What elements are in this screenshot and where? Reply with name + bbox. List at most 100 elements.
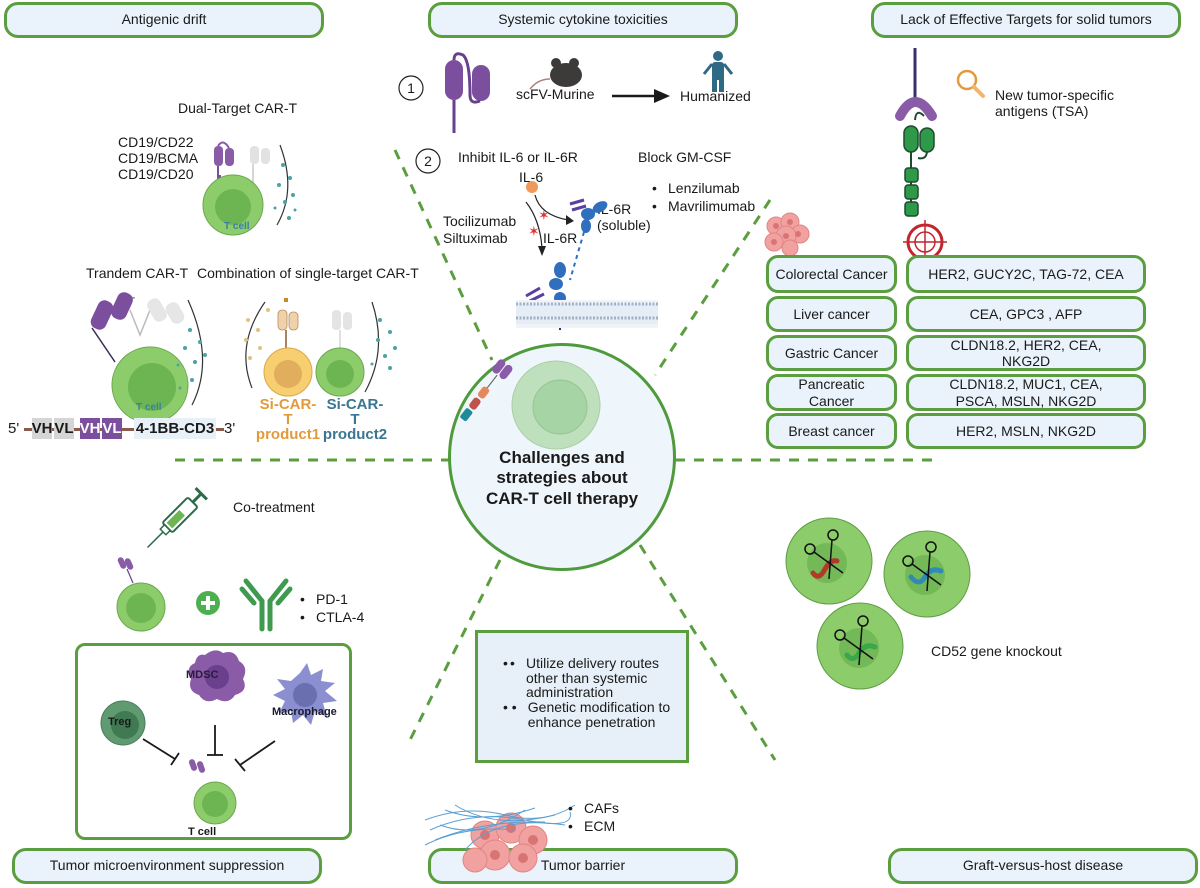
product2-line-3: product2 — [322, 426, 388, 443]
il6-drug-2: Siltuximab — [443, 230, 508, 246]
connector-bottom-left — [408, 559, 502, 741]
construct-3prime: 3' — [224, 420, 236, 437]
gmcsf-drug-item: Mavrilimumab — [652, 198, 755, 216]
il6r-soluble-line-2: (soluble) — [597, 217, 651, 234]
svg-text:✶: ✶ — [528, 223, 540, 239]
barrier-strategy-item: •Genetic modification to enhance penetra… — [503, 700, 678, 730]
cancer-liver: Liver cancer — [766, 296, 897, 332]
il6r-label: IL-6R — [543, 230, 578, 246]
antigens-breast: HER2, MSLN, NKG2D — [906, 413, 1146, 449]
product2-label: Si-CAR- T product2 — [315, 397, 395, 442]
tsa-label-line-2: antigens (TSA) — [995, 103, 1089, 120]
center-title-line-3: CAR-T cell therapy — [485, 488, 639, 508]
humanized-label: Humanized — [680, 88, 751, 104]
cancer-pancreatic: Pancreatic Cancer — [766, 374, 897, 411]
inhibit-il6-label: Inhibit IL-6 or IL-6R — [458, 149, 578, 165]
barrier-component-item: CAFs — [568, 800, 619, 818]
step2-number: 2 — [424, 153, 432, 169]
tandem-title: Trandem CAR-T — [86, 265, 189, 281]
dual-target-tcell-label: T cell — [224, 221, 250, 232]
cancer-colorectal: Colorectal Cancer — [766, 255, 897, 293]
gmcsf-drug-list: Lenzilumab Mavrilimumab — [652, 180, 755, 215]
dual-target-pair-2: CD19/BCMA — [118, 150, 199, 166]
dual-target-title: Dual-Target CAR-T — [178, 100, 298, 116]
antigens-colorectal: HER2, GUCY2C, TAG-72, CEA — [906, 255, 1146, 293]
construct-vh-2: VH — [79, 418, 101, 439]
dual-target-pair-1: CD19/CD22 — [118, 134, 194, 150]
product1-label: Si-CAR- T product1 — [248, 397, 328, 442]
center-title: Challenges and strategies about CAR-T ce… — [448, 448, 676, 509]
checkpoint-list: PD-1 CTLA-4 — [300, 591, 364, 626]
il6-drug-1: Tocilizumab — [443, 213, 517, 229]
construct-vl-1: VL — [54, 418, 74, 439]
dual-target-pair-3: CD19/CD20 — [118, 166, 194, 182]
cotreatment-label: Co-treatment — [233, 499, 315, 515]
cancer-gastric: Gastric Cancer — [766, 335, 897, 371]
tandem-tcell-icon — [90, 292, 207, 424]
connector-bottom-right — [638, 544, 777, 761]
dual-target-tcell-icon — [202, 141, 297, 236]
step1-number: 1 — [407, 80, 415, 96]
header-tme-suppression: Tumor microenvironment suppression — [12, 848, 322, 884]
gene-knockout-cells-icon — [785, 517, 971, 690]
construct-vl-2: VL — [102, 418, 122, 439]
tme-cells-diagram — [100, 650, 337, 825]
product1-line-3: product1 — [255, 426, 321, 443]
connector-top-right — [653, 199, 772, 376]
header-lack-of-targets: Lack of Effective Targets for solid tumo… — [871, 2, 1181, 38]
tumor-cluster-icon — [764, 212, 810, 257]
cd52-knockout-label: CD52 gene knockout — [931, 643, 1062, 659]
antibody-icon — [239, 578, 293, 632]
construct-signal-domain: 4-1BB-CD3 — [134, 418, 216, 439]
barrier-strategy-list: •Utilize delivery routes other than syst… — [503, 656, 678, 730]
cancer-breast: Breast cancer — [766, 413, 897, 449]
block-gmcsf-label: Block GM-CSF — [638, 149, 732, 165]
tsa-label-line-1: New tumor-specific — [995, 87, 1115, 103]
combination-title: Combination of single-target CAR-T — [197, 265, 419, 281]
tme-tcell-label: T cell — [188, 826, 217, 838]
tumor-ecm-icon — [424, 804, 576, 873]
center-title-line-1: Challenges and — [499, 448, 625, 467]
barrier-component-item: ECM — [568, 818, 619, 836]
mouse-icon — [529, 58, 582, 90]
construct-vh-1: VH — [31, 418, 53, 439]
step2-number-icon — [415, 148, 441, 174]
product1-line-1: Si-CAR- — [259, 396, 317, 413]
barrier-strategy-item: •Utilize delivery routes other than syst… — [503, 656, 678, 700]
antigens-pancreatic: CLDN18.2, MUC1, CEA, PSCA, MSLN, NKG2D — [906, 374, 1146, 411]
syringe-icon — [146, 487, 208, 549]
product2-line-2: T — [350, 411, 360, 428]
scfv-murine-label: scFV-Murine — [516, 86, 595, 102]
header-antigenic-drift: Antigenic drift — [4, 2, 324, 38]
antigens-liver: CEA, GPC3 , AFP — [906, 296, 1146, 332]
scfv-icon — [445, 52, 490, 133]
plus-icon — [196, 591, 220, 615]
step1-number-icon — [398, 75, 424, 101]
treg-label: Treg — [108, 716, 132, 728]
product2-line-1: Si-CAR- — [326, 396, 384, 413]
construct-linker — [24, 428, 224, 431]
checkpoint-item: CTLA-4 — [300, 609, 364, 627]
car-t-cell-small-icon — [116, 557, 166, 632]
center-title-line-2: strategies about — [496, 468, 628, 488]
svg-text:✶: ✶ — [538, 207, 550, 223]
magnifier-icon — [956, 69, 985, 98]
human-icon — [702, 51, 734, 92]
tandem-tcell-label: T cell — [136, 402, 162, 413]
cell-membrane-icon — [516, 300, 658, 328]
antigens-gastric: CLDN18.2, HER2, CEA, NKG2D — [906, 335, 1146, 371]
construct-5prime: 5' — [8, 420, 20, 437]
combination-cells-icon — [244, 298, 397, 397]
il6-label: IL-6 — [519, 169, 544, 185]
arrow-right-icon — [612, 89, 670, 103]
product1-line-2: T — [283, 411, 293, 428]
checkpoint-item: PD-1 — [300, 591, 364, 609]
header-gvhd: Graft-versus-host disease — [888, 848, 1198, 884]
car-t-cell-icon — [460, 359, 601, 450]
mdsc-label: MDSC — [186, 669, 219, 681]
macrophage-label: Macrophage — [272, 706, 337, 718]
header-cytokine-toxicities: Systemic cytokine toxicities — [428, 2, 738, 38]
gmcsf-drug-item: Lenzilumab — [652, 180, 755, 198]
tsa-label: New tumor-specific antigens (TSA) — [995, 87, 1114, 119]
